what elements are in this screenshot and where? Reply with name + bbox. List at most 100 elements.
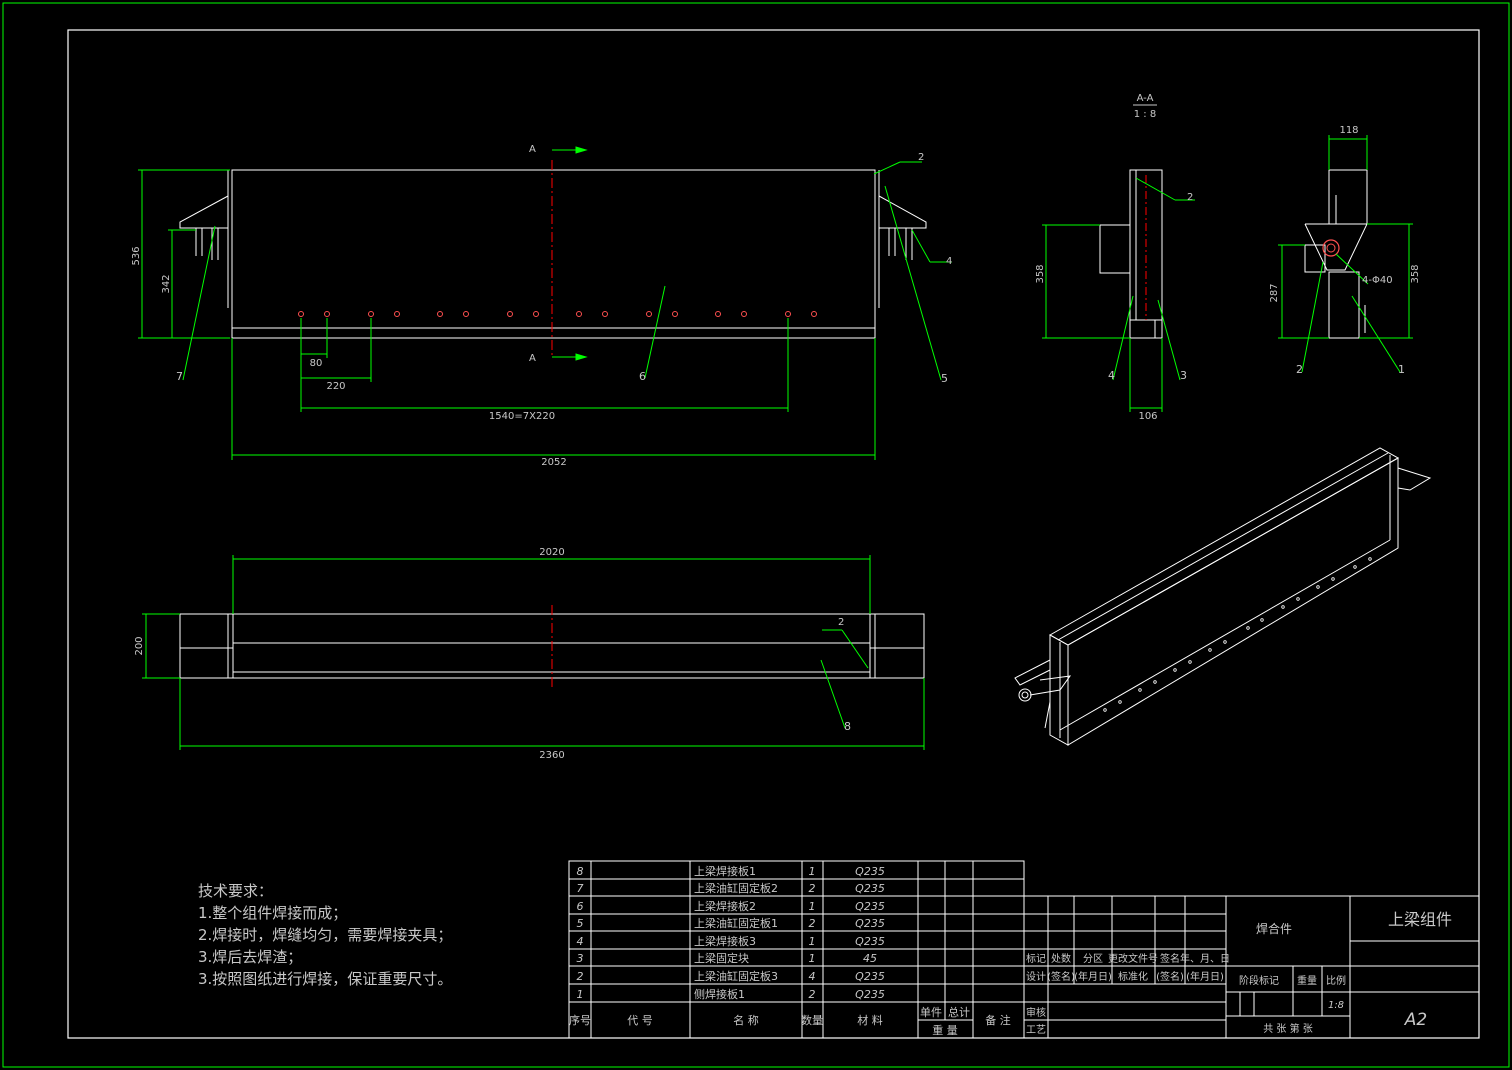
notes-item: 1.整个组件焊接而成； bbox=[198, 904, 348, 922]
dim-bottom-total: 2360 bbox=[539, 750, 564, 761]
dim-front-height: 536 bbox=[131, 246, 142, 265]
tb-weight: 重量 bbox=[1297, 974, 1317, 987]
side-hole-inner bbox=[1326, 243, 1336, 253]
dim-side-holes: 4-Φ40 bbox=[1362, 275, 1393, 286]
bom-row-no: 2 bbox=[577, 970, 584, 983]
section-title: A-A bbox=[1137, 93, 1154, 104]
bom-header-weight: 重 量 bbox=[932, 1023, 958, 1037]
bom-header-total: 总计 bbox=[948, 1005, 970, 1019]
tb-standard: 标准化 bbox=[1118, 970, 1148, 983]
section-mark-top: A bbox=[529, 144, 536, 155]
dim-hole-first: 80 bbox=[310, 358, 323, 369]
dim-hole-span: 1540=7X220 bbox=[489, 411, 555, 422]
bom-row-no: 7 bbox=[577, 882, 584, 895]
tb-scale-value: 1:8 bbox=[1328, 1000, 1344, 1011]
bom-row-no: 8 bbox=[577, 865, 584, 878]
bom-row-name: 上梁油缸固定板3 bbox=[694, 969, 778, 983]
balloon-5: 5 bbox=[941, 372, 948, 385]
tb-stage: 阶段标记 bbox=[1239, 974, 1279, 987]
bom-row-qty: 2 bbox=[809, 917, 816, 930]
bom-row-name: 侧焊接板1 bbox=[694, 987, 745, 1001]
bom-row-material: Q235 bbox=[855, 970, 885, 983]
bom-row-name: 上梁焊接板1 bbox=[694, 864, 756, 878]
isometric-view bbox=[1014, 447, 1432, 746]
section-mark-bottom: A bbox=[529, 353, 536, 364]
balloon-3: 3 bbox=[1180, 369, 1187, 382]
notes-item: 2.焊接时，焊缝均匀，需要焊接夹具； bbox=[198, 926, 453, 944]
front-view bbox=[179, 169, 927, 339]
bom-row-qty: 1 bbox=[809, 865, 816, 878]
bom-row-material: Q235 bbox=[855, 935, 885, 948]
bom-header-unit: 单件 bbox=[920, 1006, 942, 1019]
bom-row-no: 6 bbox=[577, 900, 584, 913]
dim-front-height2: 342 bbox=[161, 274, 172, 293]
bom-header-remark: 备 注 bbox=[985, 1013, 1011, 1027]
bom-row-no: 5 bbox=[577, 917, 584, 930]
bom-row-no: 1 bbox=[577, 988, 584, 1001]
title-block-text: 标记 处数 分区 更改文件号 签名 年、月、日 设计 (签名) (年月日) 标准… bbox=[1026, 952, 1346, 1036]
tb-review: 审核 bbox=[1026, 1006, 1046, 1019]
section-dimension-lines bbox=[1042, 177, 1195, 412]
bom-row-name: 上梁焊接板3 bbox=[694, 934, 756, 948]
side-hole bbox=[1322, 239, 1340, 257]
bom-row-qty: 2 bbox=[809, 988, 816, 1001]
bom-row-material: Q235 bbox=[855, 900, 885, 913]
notes-item: 3.焊后去焊渣； bbox=[198, 948, 303, 966]
tb-design-date: (年月日) bbox=[1074, 970, 1112, 983]
weld-mark-3: 2 bbox=[1187, 192, 1193, 203]
weld-mark-4: 2 bbox=[838, 617, 844, 628]
bom-header-qty: 数量 bbox=[801, 1014, 823, 1027]
bom-row-qty: 4 bbox=[809, 970, 816, 983]
balloon-4: 4 bbox=[1108, 369, 1115, 382]
bom-rows: 8 上梁焊接板1 1 Q235 7 上梁油缸固定板2 2 Q235 6 上梁焊接… bbox=[577, 864, 885, 1001]
bom-row-name: 上梁固定块 bbox=[694, 951, 749, 965]
bom-row-material: Q235 bbox=[855, 865, 885, 878]
title-block-grid bbox=[1023, 895, 1480, 1039]
balloon-7: 7 bbox=[176, 370, 183, 383]
bom-row-qty: 2 bbox=[809, 882, 816, 895]
section-scale: 1 : 8 bbox=[1134, 109, 1156, 120]
tb-standard-date: (年月日) bbox=[1186, 970, 1224, 983]
tb-design: 设计 bbox=[1026, 970, 1046, 983]
section-view bbox=[1099, 169, 1163, 339]
bom-row-name: 上梁焊接板2 bbox=[694, 899, 756, 913]
drawing-title: 上梁组件 bbox=[1388, 910, 1452, 929]
tb-sheets: 共 张 第 张 bbox=[1263, 1022, 1313, 1035]
bom-row-material: Q235 bbox=[855, 882, 885, 895]
bom-header-material: 材 料 bbox=[857, 1013, 883, 1027]
bom-row-qty: 1 bbox=[809, 952, 816, 965]
bottom-dimension-lines bbox=[142, 555, 925, 750]
section-arrows bbox=[552, 146, 588, 361]
weld-mark-2: 4 bbox=[946, 256, 952, 267]
balloon-1: 1 bbox=[1398, 363, 1405, 376]
notes-title: 技术要求： bbox=[198, 882, 274, 900]
bom-header-code: 代 号 bbox=[627, 1014, 653, 1027]
bom-row-name: 上梁油缸固定板1 bbox=[694, 916, 778, 930]
dim-side-height2: 287 bbox=[1269, 283, 1280, 302]
front-holes bbox=[298, 311, 817, 317]
bom-row-no: 4 bbox=[577, 935, 584, 948]
dim-front-length: 2052 bbox=[541, 457, 566, 468]
rev-header-count: 处数 bbox=[1051, 952, 1071, 965]
tb-ratio: 比例 bbox=[1326, 974, 1346, 987]
bom-row-name: 上梁油缸固定板2 bbox=[694, 881, 778, 895]
tb-process: 工艺 bbox=[1026, 1024, 1046, 1036]
balloon-2: 2 bbox=[1296, 363, 1303, 376]
bom-header: 序号 代 号 名 称 数量 材 料 单件 总计 重 量 备 注 bbox=[569, 1005, 1011, 1037]
bom-row-material: Q235 bbox=[855, 988, 885, 1001]
dim-section-width: 106 bbox=[1138, 411, 1157, 422]
notes-item: 3.按照图纸进行焊接，保证重要尺寸。 bbox=[198, 970, 453, 988]
side-dimension-lines bbox=[1278, 135, 1413, 373]
bom-row-qty: 1 bbox=[809, 935, 816, 948]
balloon-8: 8 bbox=[844, 720, 851, 733]
tb-standard-sign: (签名) bbox=[1156, 970, 1184, 983]
dim-bottom-height: 200 bbox=[134, 636, 145, 655]
bom-row-material: 45 bbox=[863, 952, 877, 965]
weld-mark-1: 2 bbox=[918, 152, 924, 163]
technical-notes: 技术要求： 1.整个组件焊接而成； 2.焊接时，焊缝均匀，需要焊接夹具； 3.焊… bbox=[198, 880, 452, 990]
dim-hole-pitch: 220 bbox=[326, 381, 345, 392]
front-dimension-lines bbox=[138, 161, 952, 460]
rev-header-sign: 签名 bbox=[1160, 952, 1180, 965]
drawing-subtitle: 焊合件 bbox=[1256, 921, 1292, 936]
